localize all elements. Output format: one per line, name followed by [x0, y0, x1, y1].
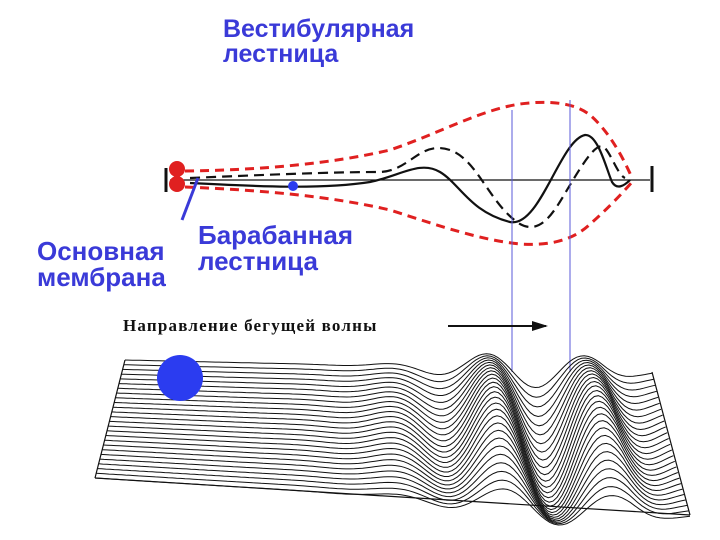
surface-line: [99, 453, 685, 520]
wave-envelope-diagram: [164, 100, 654, 246]
surface-line: [123, 355, 654, 398]
wave-solid: [189, 133, 631, 224]
envelope-lower: [184, 181, 634, 246]
surface-line: [102, 437, 682, 516]
surface-line: [98, 462, 686, 522]
surface-line: [109, 396, 673, 494]
vestibular-scala-label: Вестибулярная лестница: [223, 15, 415, 68]
surface-line: [110, 391, 671, 488]
surface-line: [122, 357, 656, 408]
surface-line: [97, 468, 688, 523]
direction-arrow: [448, 321, 548, 331]
surface-line: [115, 373, 665, 461]
surface-line: [121, 359, 657, 418]
surface-line: [124, 353, 653, 389]
membrane-point-marker: [288, 181, 298, 191]
oval-window-marker-upper: [169, 161, 185, 177]
surface-edge: [651, 371, 691, 516]
surface-line: [112, 381, 668, 476]
surface-line: [118, 364, 660, 436]
surface-line: [94, 477, 691, 526]
surface-line: [104, 422, 678, 511]
surface-edge: [94, 477, 691, 516]
envelope-upper: [184, 100, 634, 179]
surface-line: [96, 472, 689, 525]
wave-direction-label: Направление бегущей волны: [123, 316, 378, 335]
surface-line: [105, 415, 677, 507]
surface-line: [120, 361, 659, 427]
surface-edge: [94, 359, 126, 479]
surface-line: [114, 377, 666, 469]
surface-line: [111, 386, 669, 482]
round-window-marker-lower: [169, 176, 185, 192]
stapes-marker: [157, 355, 203, 401]
tympanic-scala-label: Барабанная лестница: [198, 220, 354, 276]
basilar-membrane-label: Основная мембрана: [37, 236, 166, 292]
surface-line: [117, 367, 662, 445]
surface-line: [106, 408, 676, 503]
surface-line: [103, 429, 680, 514]
surface-line: [100, 445, 683, 518]
basilar-membrane-pointer: [180, 177, 200, 221]
traveling-wave-3d-surface: [94, 353, 691, 526]
surface-line: [108, 402, 674, 499]
surface-line: [116, 370, 663, 453]
